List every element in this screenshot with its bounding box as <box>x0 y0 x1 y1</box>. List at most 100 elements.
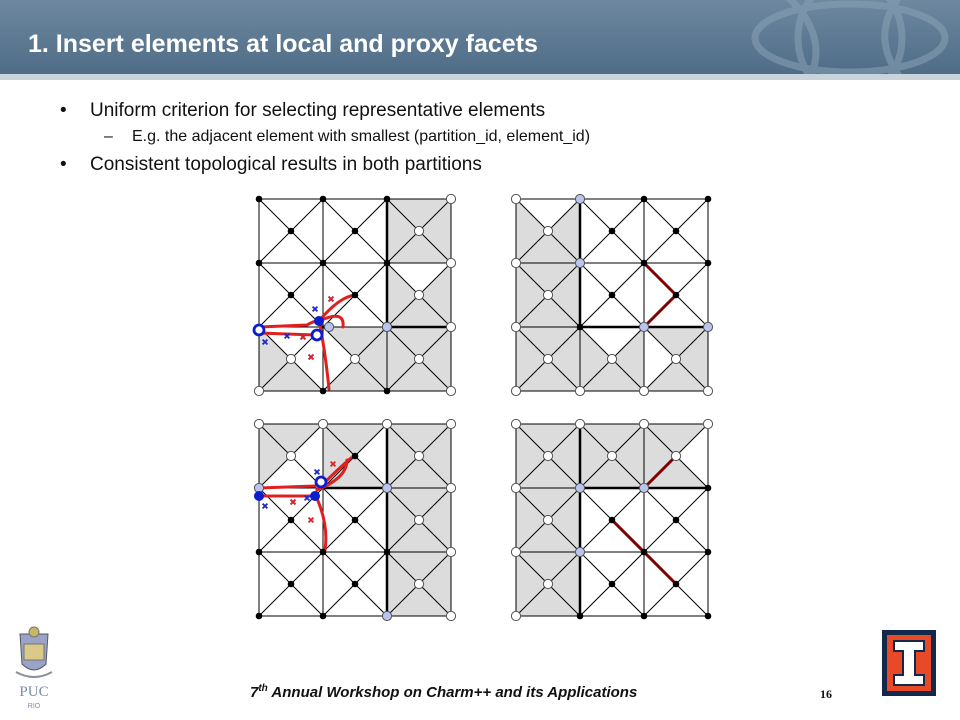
shaded-element <box>516 456 580 488</box>
shaded-element <box>516 231 580 263</box>
partition-boundary <box>642 261 678 297</box>
shaded-element <box>548 263 580 327</box>
shaded-element <box>419 327 451 391</box>
mesh-node <box>287 227 295 235</box>
mesh-node <box>445 385 457 397</box>
shaded-element <box>323 424 387 456</box>
shaded-element <box>516 359 580 391</box>
mesh-node <box>510 610 522 622</box>
shaded-element <box>516 263 580 295</box>
mesh-node <box>314 316 324 326</box>
mesh-node <box>314 475 328 489</box>
mesh-node <box>510 193 522 205</box>
mesh-node <box>638 321 650 333</box>
insert-marker-icon <box>307 353 315 361</box>
dash-symbol: – <box>104 128 113 145</box>
mesh-node <box>576 612 584 620</box>
mesh-node <box>445 193 457 205</box>
inserted-element-edge <box>257 484 317 490</box>
mesh-node <box>319 548 327 556</box>
mesh-node <box>383 195 391 203</box>
mesh-node <box>670 353 682 365</box>
mesh-node <box>351 227 359 235</box>
shaded-element <box>387 488 451 520</box>
shaded-element <box>387 199 419 263</box>
mesh-node <box>381 321 393 333</box>
shaded-element <box>516 424 548 488</box>
shaded-element <box>387 520 451 552</box>
mesh-node <box>542 289 554 301</box>
insert-marker-icon <box>329 460 337 468</box>
bullet-symbol: • <box>60 100 67 121</box>
shaded-element <box>323 424 355 488</box>
shaded-element <box>387 263 419 327</box>
mesh-node <box>510 482 522 494</box>
mesh-node <box>542 353 554 365</box>
shaded-element <box>644 456 708 488</box>
mesh-node <box>351 580 359 588</box>
mesh-node <box>381 610 393 622</box>
bullet-list: • Uniform criterion for selecting repres… <box>60 100 920 182</box>
shaded-element <box>387 231 451 263</box>
mesh-node <box>672 291 680 299</box>
mesh-node <box>253 418 265 430</box>
shaded-element <box>419 263 451 327</box>
mesh-node <box>574 385 586 397</box>
mesh-node <box>383 548 391 556</box>
shaded-element <box>548 488 580 552</box>
shaded-element <box>516 327 548 391</box>
inserted-element-edge <box>317 319 331 391</box>
mesh-node <box>413 578 425 590</box>
mesh-node <box>252 323 266 337</box>
shaded-element <box>516 584 580 616</box>
shaded-element <box>612 424 644 488</box>
mesh-node <box>287 516 295 524</box>
mesh-node <box>413 353 425 365</box>
shaded-element <box>387 327 451 359</box>
mesh-node <box>319 612 327 620</box>
shaded-element <box>516 327 580 359</box>
mesh-node <box>413 289 425 301</box>
inserted-element-edge <box>257 319 323 329</box>
rio-wordmark: RIO <box>28 703 41 710</box>
shaded-element <box>644 424 676 488</box>
mesh-bottom-right <box>510 418 714 622</box>
bullet-text: Consistent topological results in both p… <box>90 154 482 175</box>
shaded-element <box>644 327 708 359</box>
mesh-node <box>381 482 393 494</box>
mesh-node <box>445 321 457 333</box>
mesh-bottom-left <box>253 418 457 622</box>
mesh-node <box>640 259 648 267</box>
shaded-element <box>516 488 580 520</box>
shaded-element <box>516 263 548 327</box>
footer-text: 7th Annual Workshop on Charm++ and its A… <box>250 683 637 701</box>
mesh-node <box>323 321 335 333</box>
shaded-element <box>516 199 548 263</box>
insert-marker-icon <box>307 516 315 524</box>
mesh-node <box>672 516 680 524</box>
mesh-node <box>542 514 554 526</box>
shaded-element <box>580 424 612 488</box>
partition-boundary <box>642 454 678 490</box>
shaded-element <box>516 424 580 456</box>
mesh-node <box>381 418 393 430</box>
footer-title: Annual Workshop on Charm++ and its Appli… <box>267 684 638 701</box>
mesh-node <box>640 612 648 620</box>
mesh-node <box>510 321 522 333</box>
mesh-node <box>638 385 650 397</box>
shaded-element <box>323 327 387 359</box>
sub-bullet-text: E.g. the adjacent element with smallest … <box>132 128 591 145</box>
page-number: 16 <box>820 687 832 701</box>
mesh-node <box>255 612 263 620</box>
shaded-element <box>419 552 451 616</box>
mesh-node <box>640 548 648 556</box>
shaded-element <box>580 456 644 488</box>
mesh-node <box>285 353 297 365</box>
shaded-element <box>612 327 644 391</box>
shaded-element <box>548 552 580 616</box>
mesh-node <box>606 450 618 462</box>
mesh-node <box>319 195 327 203</box>
sub-bullet-item: – E.g. the adjacent element with smalles… <box>60 128 920 154</box>
mesh-node <box>672 580 680 588</box>
mesh-node <box>413 450 425 462</box>
